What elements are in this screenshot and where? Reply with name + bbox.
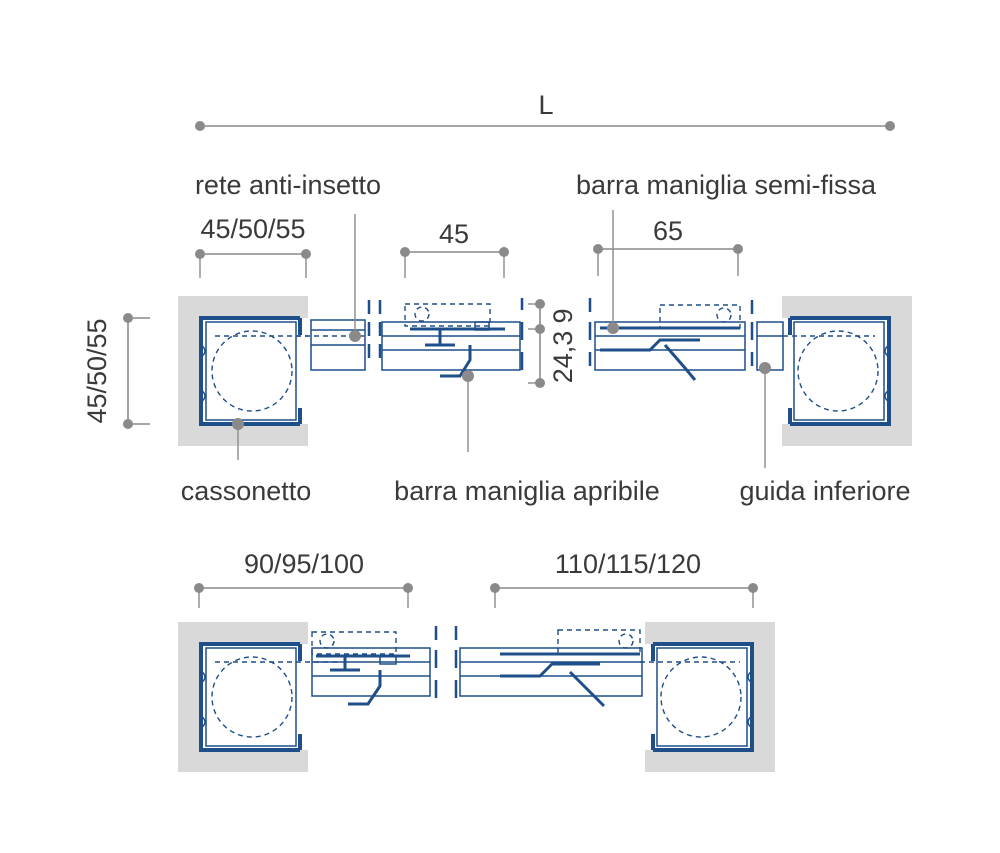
box-left-row2 xyxy=(178,622,340,772)
dimension-height-9-text: 9 xyxy=(548,308,578,323)
label-bottom-guide-text: guida inferiore xyxy=(739,476,910,506)
dimension-box-width: 45/50/55 xyxy=(195,214,311,278)
dimension-handle-opening: 45 xyxy=(400,219,509,278)
box-left-row1 xyxy=(178,296,308,446)
dimension-total-right: 110/115/120 xyxy=(490,549,758,608)
label-box: cassonetto xyxy=(181,418,312,506)
label-bottom-guide: guida inferiore xyxy=(739,362,911,506)
dimension-handle-fixed: 65 xyxy=(593,216,743,276)
fixed-handle-bar-row1 xyxy=(588,298,784,381)
label-opening-handle-bar-text: barra maniglia apribile xyxy=(394,476,660,506)
label-insect-screen: rete anti-insetto xyxy=(195,170,381,342)
opening-handle-bar-row2 xyxy=(311,626,438,706)
label-opening-handle-bar: barra maniglia apribile xyxy=(394,370,660,506)
dimension-L: L xyxy=(195,90,895,131)
dimension-total-left-text: 90/95/100 xyxy=(244,549,364,579)
box-right-row1 xyxy=(782,296,912,446)
label-fixed-handle-bar-text: barra maniglia semi-fissa xyxy=(576,170,877,200)
dimension-box-height: 45/50/55 xyxy=(82,313,150,429)
label-insect-screen-text: rete anti-insetto xyxy=(195,170,381,200)
dimension-L-text: L xyxy=(538,90,553,120)
dimension-handle-opening-text: 45 xyxy=(439,219,469,249)
dimension-total-left: 90/95/100 xyxy=(194,549,413,608)
opening-handle-bar-row1 xyxy=(381,298,524,378)
fixed-handle-bar-row2 xyxy=(454,626,740,708)
dimension-height-24-text: 24,3 xyxy=(548,331,578,384)
box-right-row2 xyxy=(645,622,775,772)
dimension-box-width-text: 45/50/55 xyxy=(200,214,305,244)
dimension-handle-fixed-text: 65 xyxy=(653,216,683,246)
label-fixed-handle-bar: barra maniglia semi-fissa xyxy=(576,170,877,334)
dimension-total-right-text: 110/115/120 xyxy=(555,549,701,579)
label-box-text: cassonetto xyxy=(181,476,312,506)
screen-profile-left-row1 xyxy=(296,300,382,371)
dimension-heights: 9 24,3 xyxy=(528,299,578,388)
dimension-box-height-text: 45/50/55 xyxy=(82,318,112,423)
